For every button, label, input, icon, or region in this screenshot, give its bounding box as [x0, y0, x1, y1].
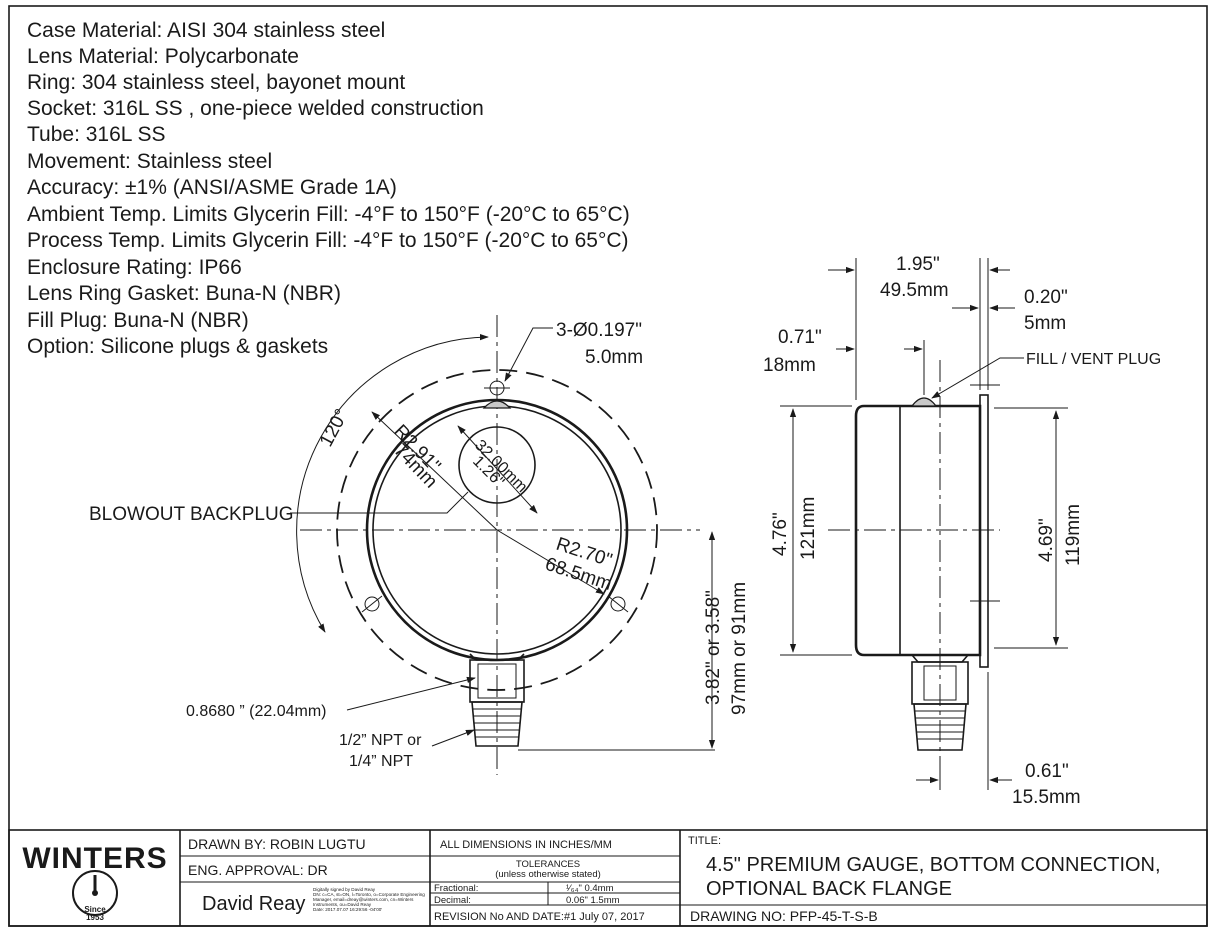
spec-lens-ring-gasket: Lens Ring Gasket: Buna-N (NBR) — [27, 282, 341, 305]
flange-dia-line1: 4.69" — [1036, 518, 1057, 562]
spec-lens-material: Lens Material: Polycarbonate — [27, 45, 299, 68]
signature-note-1: Digitally signed by David Reay — [313, 887, 376, 892]
drawing-no: DRAWING NO: PFP-45-T-S-B — [690, 908, 878, 924]
mounting-hole-right — [607, 595, 629, 613]
decimal-label: Decimal: — [434, 895, 471, 906]
height-line1: 3.82" or 3.58" — [703, 590, 724, 705]
npt-line1: 1/2” NPT or — [339, 732, 422, 749]
socket-hex-flat — [477, 663, 517, 699]
npt-line2: 1/4” NPT — [349, 753, 413, 770]
logo-since: Since — [84, 905, 106, 914]
offset-line2: 18mm — [763, 355, 816, 376]
socket-line1: 0.61" — [1025, 761, 1069, 782]
title-label: TITLE: — [688, 835, 721, 847]
fill-plug-label: FILL / VENT PLUG — [1026, 351, 1161, 368]
side-view: 1.95" 49.5mm 0.20" 5mm 0.71" 18mm FILL /… — [763, 254, 1161, 808]
backplug-dim-line — [457, 425, 538, 514]
mounting-hole-top — [484, 380, 510, 396]
spec-ring: Ring: 304 stainless steel, bayonet mount — [27, 71, 405, 94]
front-view: 120° 3-Ø0.197" 5.0mm 32.00mm 1.26" BLOWO… — [89, 315, 750, 775]
spec-fill-plug: Fill Plug: Buna-N (NBR) — [27, 309, 249, 332]
flange-dia-line2: 119mm — [1063, 504, 1084, 566]
holes-leader — [504, 327, 553, 382]
offset-line1: 0.71" — [778, 327, 822, 348]
eng-approval: ENG. APPROVAL: DR — [188, 862, 328, 878]
spec-movement: Movement: Stainless steel — [27, 150, 272, 173]
front-fill-plug — [482, 400, 512, 409]
tolerances-heading: TOLERANCES — [516, 859, 580, 870]
signature-note-3: Manager, email=dreay@winters.com, cn=Win… — [313, 897, 414, 902]
tolerances-sub: (unless otherwise stated) — [495, 869, 601, 880]
signature: David Reay — [202, 893, 305, 915]
npt-thread-lines — [473, 708, 521, 738]
spec-tube: Tube: 316L SS — [27, 123, 166, 146]
fractional-value: ¹⁄₆₄" 0.4mm — [566, 883, 614, 894]
backplug-label: BLOWOUT BACKPLUG — [89, 504, 293, 525]
spec-case-material: Case Material: AISI 304 stainless steel — [27, 19, 385, 42]
side-case-body — [854, 404, 982, 657]
npt-leader — [431, 729, 475, 747]
logo-text: WINTERS — [22, 842, 167, 875]
holes-dim-line1: 3-Ø0.197" — [556, 320, 642, 341]
hex-label: 0.8680 ” (22.04mm) — [186, 703, 327, 720]
height-line2: 97mm or 91mm — [729, 582, 750, 715]
units-note: ALL DIMENSIONS IN INCHES/MM — [440, 839, 612, 851]
signature-note-4: Instruments, ou=David Reay — [313, 902, 372, 907]
r-outer-dim-line — [371, 411, 498, 531]
fractional-label: Fractional: — [434, 883, 478, 894]
spec-ambient-temp: Ambient Temp. Limits Glycerin Fill: -4°F… — [27, 203, 630, 226]
socket-line2: 15.5mm — [1012, 787, 1081, 808]
mounting-hole-left — [361, 595, 383, 613]
fill-plug-leader — [931, 357, 1024, 399]
spec-accuracy: Accuracy: ±1% (ANSI/ASME Grade 1A) — [27, 176, 397, 199]
decimal-value: 0.06" 1.5mm — [566, 895, 620, 906]
case-dia-line2: 121mm — [798, 497, 819, 560]
title-line2: OPTIONAL BACK FLANGE — [706, 878, 952, 900]
spec-socket: Socket: 316L SS , one-piece welded const… — [27, 97, 484, 120]
signature-note: Digitally signed by David Reay DN: c=CA,… — [313, 887, 425, 912]
logo-year: 1953 — [86, 913, 104, 922]
winters-logo: WINTERS Since 1953 — [22, 842, 167, 922]
case-dia-line1: 4.76" — [770, 512, 791, 556]
revision: REVISION No AND DATE:#1 July 07, 2017 — [434, 911, 645, 923]
spec-list: Case Material: AISI 304 stainless steel … — [27, 19, 630, 358]
flange-line1: 0.20" — [1024, 287, 1068, 308]
signature-note-5: Date: 2017.07.07 16:29:56 -04'00' — [313, 907, 382, 912]
depth-line1: 1.95" — [896, 254, 940, 275]
angle-arc — [296, 333, 489, 633]
angle-label: 120° — [316, 406, 353, 451]
hex-leader — [346, 676, 476, 711]
signature-note-2: DN: c=CA, st=ON, l=Toronto, o=Corporate … — [313, 892, 425, 897]
flange-line2: 5mm — [1024, 313, 1066, 334]
title-block: WINTERS Since 1953 DRAWN BY: ROBIN LUGTU… — [8, 829, 1208, 927]
holes-dim-line2: 5.0mm — [585, 347, 643, 368]
spec-process-temp: Process Temp. Limits Glycerin Fill: -4°F… — [27, 229, 629, 252]
title-block-frame — [8, 829, 1208, 927]
side-fill-plug — [910, 397, 938, 407]
spec-enclosure-rating: Enclosure Rating: IP66 — [27, 256, 242, 279]
spec-option: Option: Silicone plugs & gaskets — [27, 335, 328, 358]
depth-line2: 49.5mm — [880, 280, 949, 301]
side-npt-thread — [913, 703, 967, 751]
drawn-by: DRAWN BY: ROBIN LUGTU — [188, 836, 366, 852]
title-line1: 4.5" PREMIUM GAUGE, BOTTOM CONNECTION, — [706, 854, 1161, 876]
side-back-flange — [979, 394, 989, 668]
backplug-leader — [290, 491, 469, 514]
r-inner-dim-line — [496, 529, 605, 595]
